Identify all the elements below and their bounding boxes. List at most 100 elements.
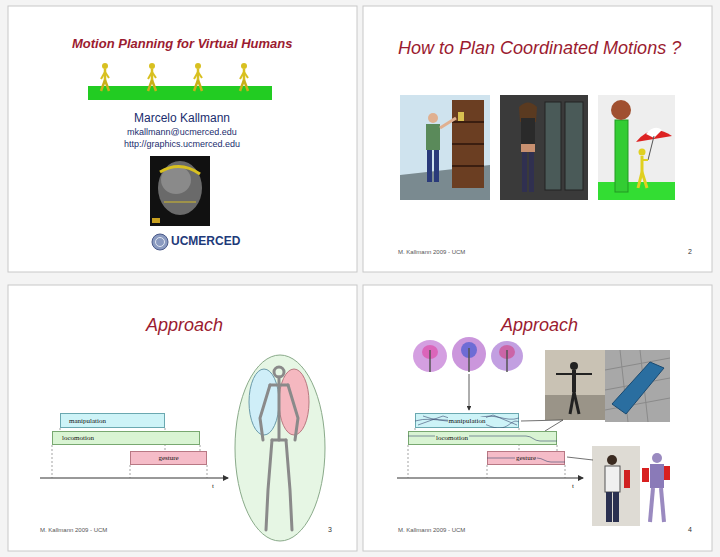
time-guides [52, 428, 207, 478]
scene-ground [88, 86, 272, 100]
slide-title: How to Plan Coordinated Motions ? [398, 38, 681, 59]
character-block [664, 466, 670, 480]
extinguisher [624, 470, 630, 488]
timeline-bar: locomotion [408, 431, 557, 445]
shelf [452, 121, 484, 123]
human-leg [522, 152, 527, 192]
mocap-photo [545, 350, 605, 420]
slide-frame [363, 6, 712, 272]
walking-figure [194, 63, 202, 91]
scene-image [400, 95, 490, 200]
motion-curve-line [423, 416, 519, 428]
umbrella-handle [648, 136, 654, 160]
bookshelf [452, 100, 484, 188]
time-axis [40, 478, 228, 479]
scene-image [500, 95, 588, 200]
motion-curve-line [408, 436, 557, 441]
slide-number: 2 [688, 248, 692, 256]
character-torso [650, 464, 664, 488]
book [458, 112, 464, 121]
bar-label: gesture [157, 454, 179, 462]
bar-label: gesture [515, 454, 537, 462]
bar-label: locomotion [435, 434, 469, 442]
shelf [452, 143, 484, 145]
person-leg [606, 492, 612, 522]
motion-curve-line [418, 415, 517, 425]
person-torso [605, 466, 620, 492]
person-head [607, 455, 617, 465]
head-highlight [164, 201, 196, 203]
bar-label: locomotion [61, 434, 95, 442]
axis-label: t [212, 482, 214, 490]
slide-footer: M. Kallmann 2009 - UCM [398, 249, 465, 256]
author-url: http://graphics.ucmerced.edu [124, 139, 240, 149]
time-guides [408, 428, 565, 478]
time-axis [397, 478, 583, 479]
slide-title: Approach [146, 315, 223, 336]
skeleton [260, 367, 298, 530]
leader-arrow [469, 374, 470, 410]
mocap-arms [556, 373, 592, 375]
reach-clouds [413, 337, 523, 372]
timeline-bar: gesture [130, 451, 207, 465]
motion-curve [408, 431, 557, 445]
human-leg [529, 152, 534, 192]
axis-label: t [572, 482, 574, 490]
slide-title: Motion Planning for Virtual Humans [72, 37, 293, 52]
walking-figure [101, 63, 109, 91]
mocap-leg [574, 392, 579, 414]
human-head [428, 113, 438, 123]
timeline-bar: gesture [487, 451, 565, 465]
human-torso [521, 118, 535, 144]
slide-title: Approach [501, 315, 578, 336]
slide-number: 3 [328, 526, 332, 534]
door [545, 102, 561, 190]
human-arm [440, 118, 456, 128]
pillar [615, 120, 628, 192]
surface-render [605, 350, 670, 422]
author-email: mkallmann@ucmerced.edu [127, 127, 237, 137]
slide-footer: M. Kallmann 2009 - UCM [40, 527, 107, 534]
leader-line [545, 420, 563, 431]
door [565, 102, 583, 190]
person-leg [613, 492, 619, 522]
timeline-bar: locomotion [52, 431, 200, 445]
mocap-head [570, 362, 578, 370]
character-block [642, 468, 649, 482]
logo-text: UCMERCED [171, 235, 240, 249]
body-region [235, 355, 325, 541]
surface-slab [612, 362, 664, 414]
slide-footer: M. Kallmann 2009 - UCM [398, 527, 465, 534]
bar-label: manipulation [448, 417, 487, 425]
scene-image [598, 95, 675, 200]
human-waist [521, 144, 535, 152]
character-head [652, 453, 662, 463]
head-highlight [160, 166, 200, 174]
slide-frame [363, 285, 712, 551]
head-badge [152, 218, 160, 223]
slide-frame [8, 6, 357, 272]
slide-number: 4 [688, 526, 692, 534]
gesture-photo [592, 446, 640, 526]
human-leg [434, 150, 439, 182]
figure-head [639, 149, 646, 156]
timeline-bar: manipulation [60, 413, 165, 428]
head-image [150, 156, 210, 226]
figure-body [641, 156, 644, 172]
human-torso [426, 124, 440, 150]
slide-frame [8, 285, 357, 551]
character-leg [661, 488, 664, 522]
walking-figure [148, 63, 156, 91]
character-leg [650, 488, 653, 522]
figure-arm [642, 159, 648, 161]
human-leg [427, 150, 432, 182]
shelf [452, 165, 484, 167]
figure-leg [642, 172, 647, 188]
leader-line [521, 420, 563, 421]
logo-seal [156, 238, 165, 247]
logo-seal [152, 234, 168, 250]
timeline-bar: manipulation [415, 413, 519, 428]
